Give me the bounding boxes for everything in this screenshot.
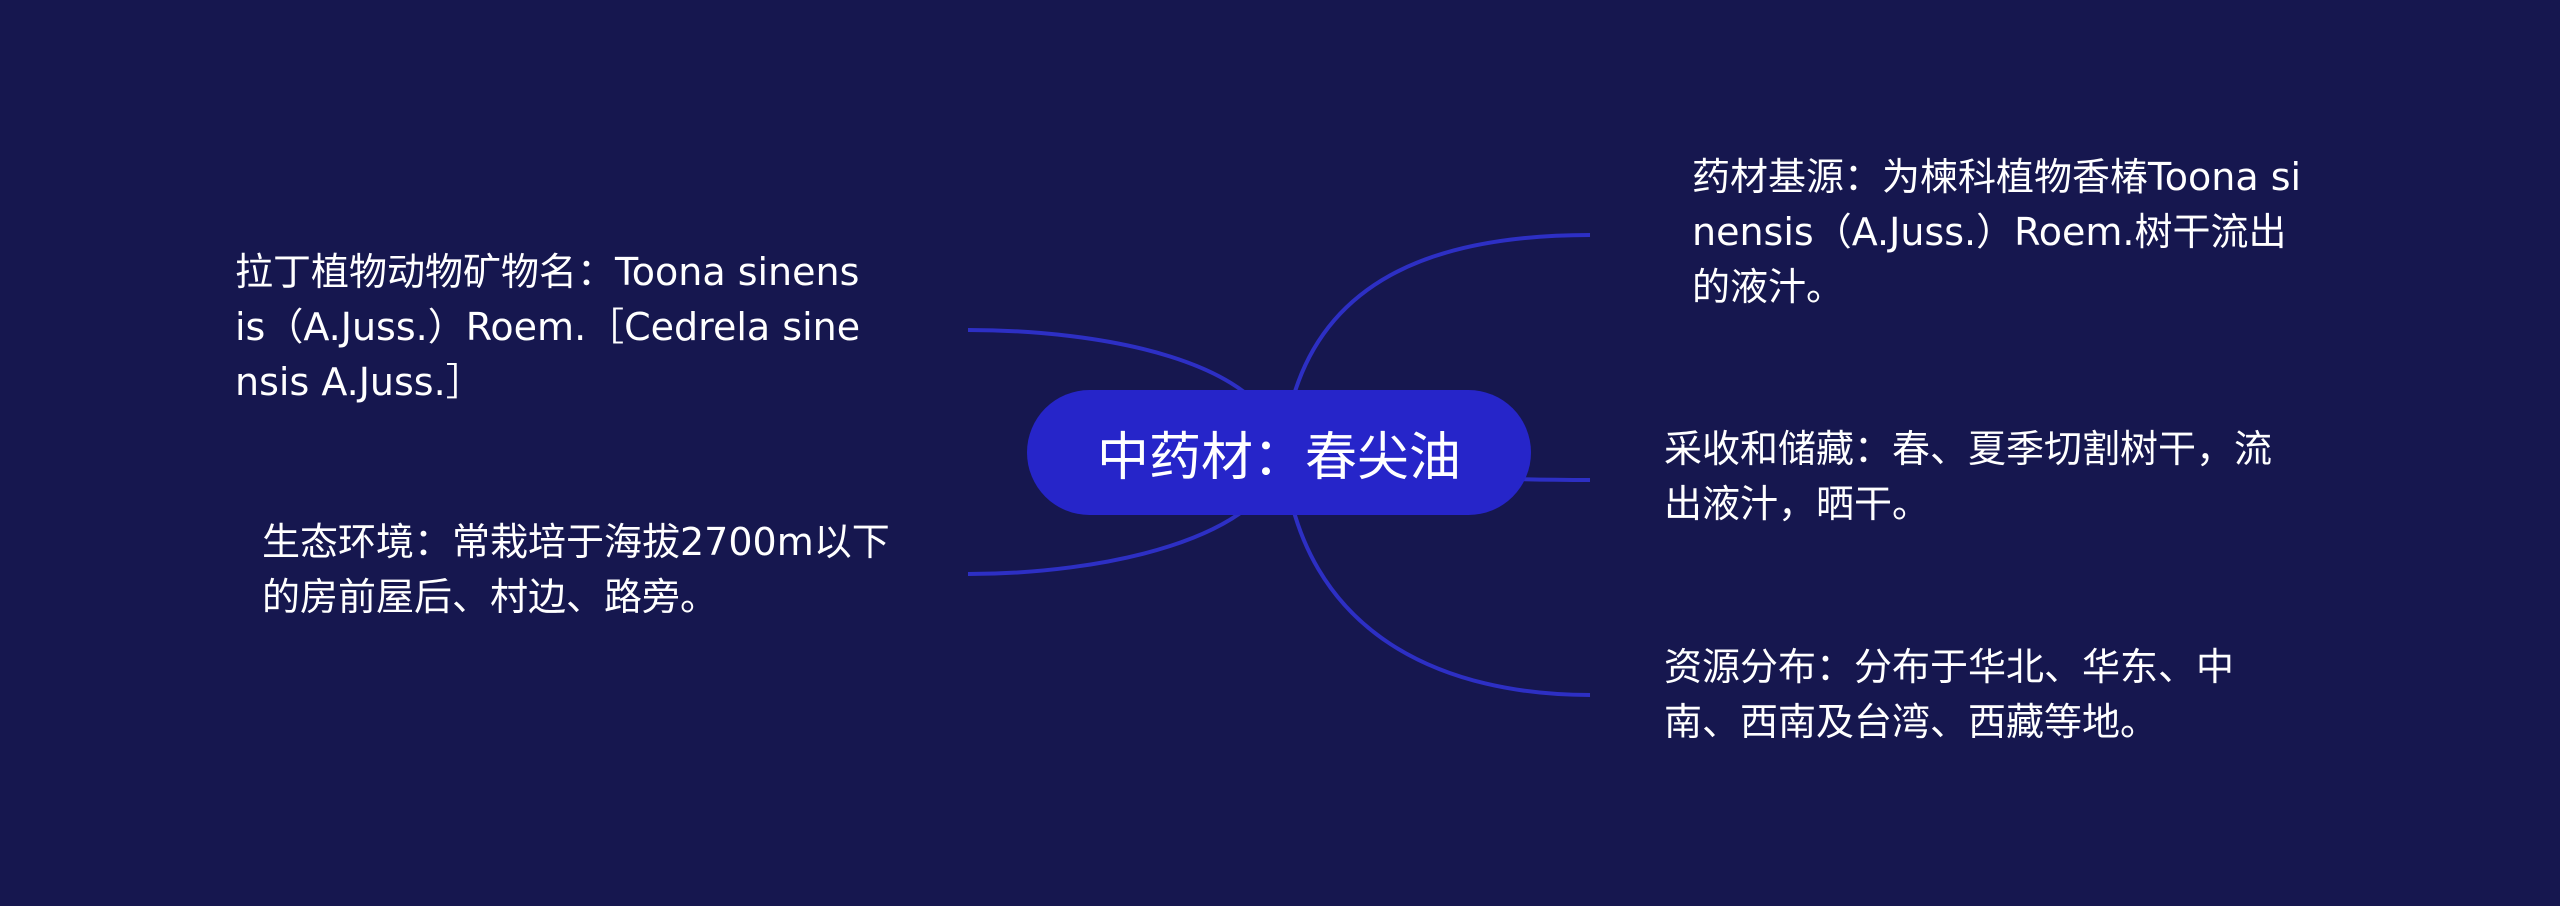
connector-distribution — [1281, 451, 1591, 697]
central-topic[interactable]: 中药材：春尖油 — [1027, 390, 1531, 515]
branch-source[interactable]: 药材基源：为楝科植物香椿Toona sinensis（A.Juss.）Roem.… — [1692, 155, 2302, 309]
branch-distribution[interactable]: 资源分布：分布于华北、华东、中南、西南及台湾、西藏等地。 — [1664, 645, 2235, 744]
connector-source — [1281, 233, 1591, 453]
branch-latin-name[interactable]: 拉丁植物动物矿物名：Toona sinensis（A.Juss.）Roem.［C… — [235, 250, 861, 404]
branch-harvest-storage[interactable]: 采收和储藏：春、夏季切割树干，流出液汁，晒干。 — [1664, 427, 2273, 526]
branch-ecology[interactable]: 生态环境：常栽培于海拔2700m以下的房前屋后、村边、路旁。 — [262, 520, 890, 619]
